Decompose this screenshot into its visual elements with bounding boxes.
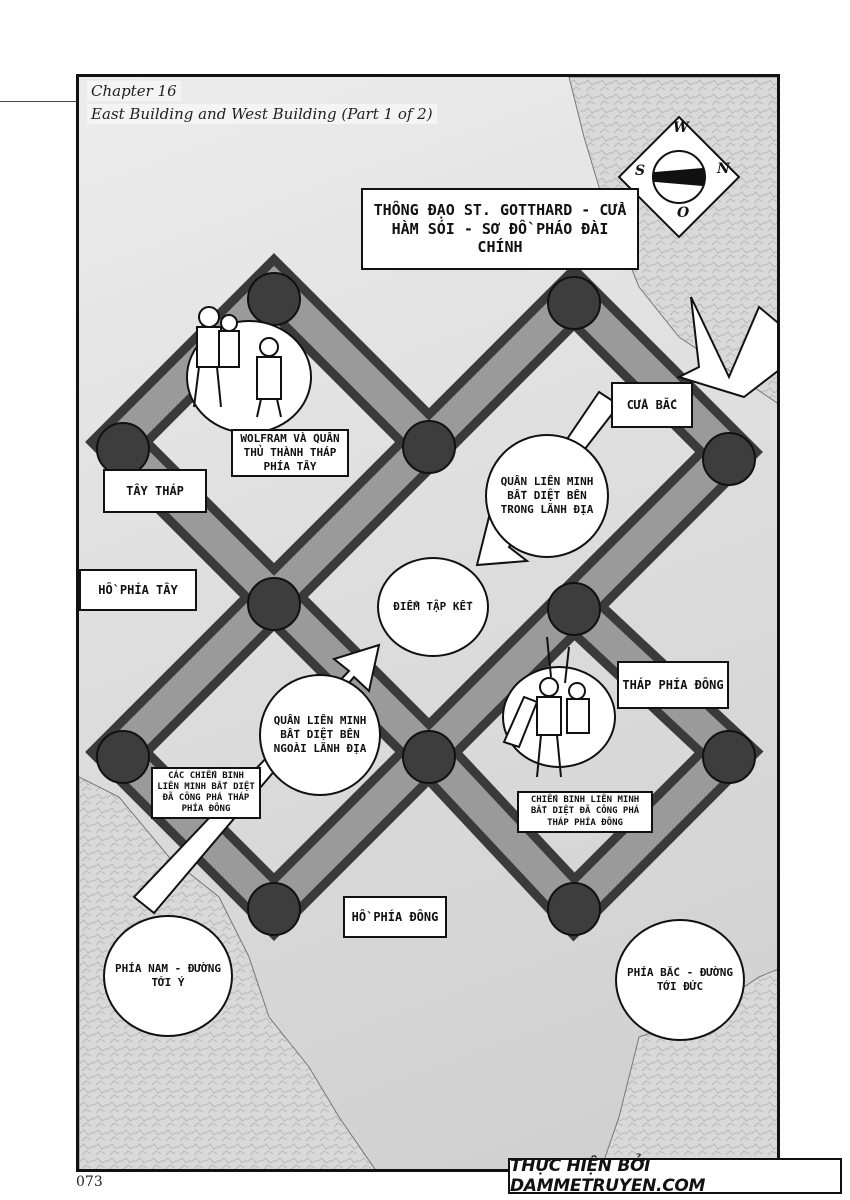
bubble-diem-tap-ket: ĐIỂM TẬP KẾT — [377, 557, 489, 657]
compass-w: W — [673, 120, 689, 136]
compass-n: N — [717, 161, 730, 177]
chapter-label: Chapter 16 — [87, 81, 181, 101]
bubble-phia-nam: PHÍA NAM - ĐƯỜNG TỚI Ý — [103, 915, 233, 1037]
compass-o: O — [677, 205, 690, 221]
page-number: 073 — [76, 1174, 103, 1190]
east-figures — [502, 636, 616, 778]
label-cac-chien-binh: CÁC CHIẾN BINH LIÊN MINH BẤT DIỆT ĐÃ CÔN… — [151, 767, 261, 819]
chapter-subtitle: East Building and West Building (Part 1 … — [87, 104, 437, 124]
map-panel: Chapter 16 East Building and West Buildi… — [76, 74, 780, 1172]
west-figures — [186, 306, 312, 434]
terrain-northeast — [568, 77, 777, 404]
credit-banner: THỰC HIỆN BỞI DAMMETRUYEN.COM — [508, 1156, 842, 1196]
compass-icon — [617, 115, 741, 239]
map-title-box: THÔNG ĐẠO ST. GOTTHARD - CỬA HÀM SÓI - S… — [361, 188, 639, 270]
compass-s: S — [635, 163, 646, 179]
top-rule — [0, 101, 80, 102]
bubble-quan-ngoai: QUÂN LIÊN MINH BẤT DIỆT BÊN NGOÀI LÃNH Đ… — [259, 674, 381, 796]
label-wolfram: WOLFRAM VÀ QUÂN THỦ THÀNH THÁP PHÍA TÂY — [231, 429, 349, 477]
bubble-phia-bac: PHÍA BẮC - ĐƯỜNG TỚI ĐỨC — [615, 919, 745, 1041]
label-thap-phia-dong: THÁP PHÍA ĐÔNG — [617, 661, 729, 709]
label-ho-phia-dong: HỒ PHÍA ĐÔNG — [343, 896, 447, 938]
label-tay-thap: TÂY THÁP — [103, 469, 207, 513]
label-chien-binh: CHIẾN BINH LIÊN MINH BẤT DIỆT ĐÃ CÔNG PH… — [517, 791, 653, 833]
north-arrow-in — [676, 296, 777, 399]
label-ho-phia-tay: HỒ PHÍA TÂY — [79, 569, 197, 611]
bubble-quan-trong: QUÂN LIÊN MINH BẤT DIỆT BÊN TRONG LÃNH Đ… — [485, 434, 609, 558]
label-cua-bac: CỬA BẮC — [611, 382, 693, 428]
chapter-header: Chapter 16 East Building and West Buildi… — [87, 81, 437, 124]
